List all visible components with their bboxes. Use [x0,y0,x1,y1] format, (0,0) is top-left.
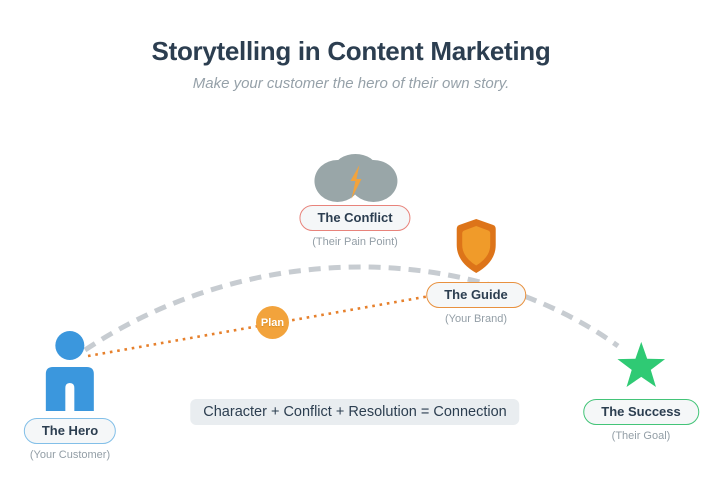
plan-badge: Plan [256,306,289,339]
plan-dotted-path [87,294,431,358]
hero-caption: (Your Customer) [29,449,111,462]
page-subtitle: Make your customer the hero of their own… [192,75,510,92]
formula-banner: Character + Conflict + Resolution = Conn… [190,399,520,425]
storm-cloud-icon [312,151,398,203]
success-caption: (Their Goal) [611,430,671,443]
person-icon [45,331,95,411]
node-conflict: The Conflict (Their Pain Point) [299,151,411,249]
success-label-pill: The Success [583,399,699,426]
guide-label-pill: The Guide [426,282,526,309]
page-title: Storytelling in Content Marketing [151,36,551,66]
node-success: The Success (Their Goal) [583,340,699,442]
conflict-label-pill: The Conflict [299,205,411,232]
conflict-caption: (Their Pain Point) [312,236,398,249]
shield-icon [455,218,497,274]
node-guide: The Guide (Your Brand) [426,218,526,325]
guide-caption: (Your Brand) [445,313,507,326]
star-icon [614,340,668,390]
node-hero: The Hero (Your Customer) [23,331,117,462]
hero-journey-dashed-path [83,264,620,353]
hero-label-pill: The Hero [23,418,117,445]
